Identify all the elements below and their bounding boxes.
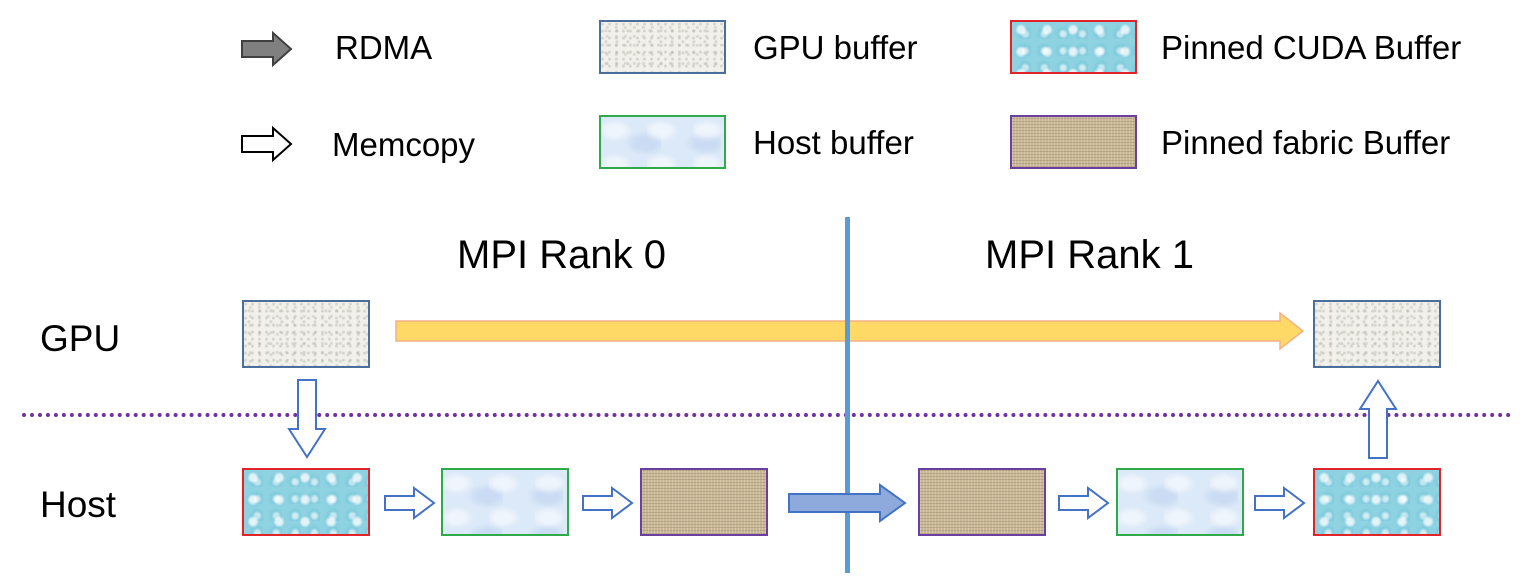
rank-divider <box>845 217 850 573</box>
rank1-gpu-buffer <box>1313 300 1441 368</box>
rank1-fabric-to-host-memcopy-arrow <box>1058 486 1110 520</box>
rank0-host-to-fabric-memcopy-arrow <box>582 486 634 520</box>
gpu-buffer-legend-label: GPU buffer <box>753 29 918 66</box>
rank-1-heading: MPI Rank 1 <box>985 233 1194 277</box>
gpu-row-label: GPU <box>40 318 121 359</box>
rank1-host-buffer <box>1116 468 1244 536</box>
host-buffer-legend-label: Host buffer <box>753 124 914 161</box>
rank1-pinned-cuda-buffer <box>1313 468 1441 536</box>
rank0-gpu-buffer <box>242 300 370 368</box>
gpu-host-divider <box>22 413 1512 417</box>
memcopy-legend-arrow-icon <box>241 125 293 163</box>
rank1-cuda-to-gpu-memcopy-arrow <box>1358 379 1398 459</box>
host-buffer-legend-swatch <box>599 115 726 169</box>
rank1-pinned-fabric-buffer <box>918 468 1046 536</box>
rank-0-heading: MPI Rank 0 <box>457 233 666 277</box>
rank0-pinned-cuda-buffer <box>242 468 370 536</box>
gpu-buffer-legend-swatch <box>599 20 726 74</box>
rank0-host-buffer <box>441 468 569 536</box>
host-row-label: Host <box>40 484 117 525</box>
rank0-pinned-fabric-buffer <box>640 468 768 536</box>
pinned-cuda-legend-label: Pinned CUDA Buffer <box>1161 29 1462 66</box>
rank0-gpu-to-cuda-memcopy-arrow <box>287 379 327 459</box>
rank1-host-to-cuda-memcopy-arrow <box>1254 486 1306 520</box>
gpu-direct-rdma-arrow <box>395 311 1305 351</box>
rdma-legend-label: RDMA <box>335 29 433 66</box>
pinned-fabric-legend-label: Pinned fabric Buffer <box>1161 124 1451 161</box>
fabric-rdma-transfer-arrow <box>788 483 907 523</box>
rdma-legend-arrow-icon <box>241 30 293 68</box>
pinned-fabric-legend-swatch <box>1010 115 1137 169</box>
pinned-cuda-legend-swatch <box>1010 20 1137 74</box>
rank0-cuda-to-host-memcopy-arrow <box>384 486 436 520</box>
memcopy-legend-label: Memcopy <box>332 126 476 163</box>
